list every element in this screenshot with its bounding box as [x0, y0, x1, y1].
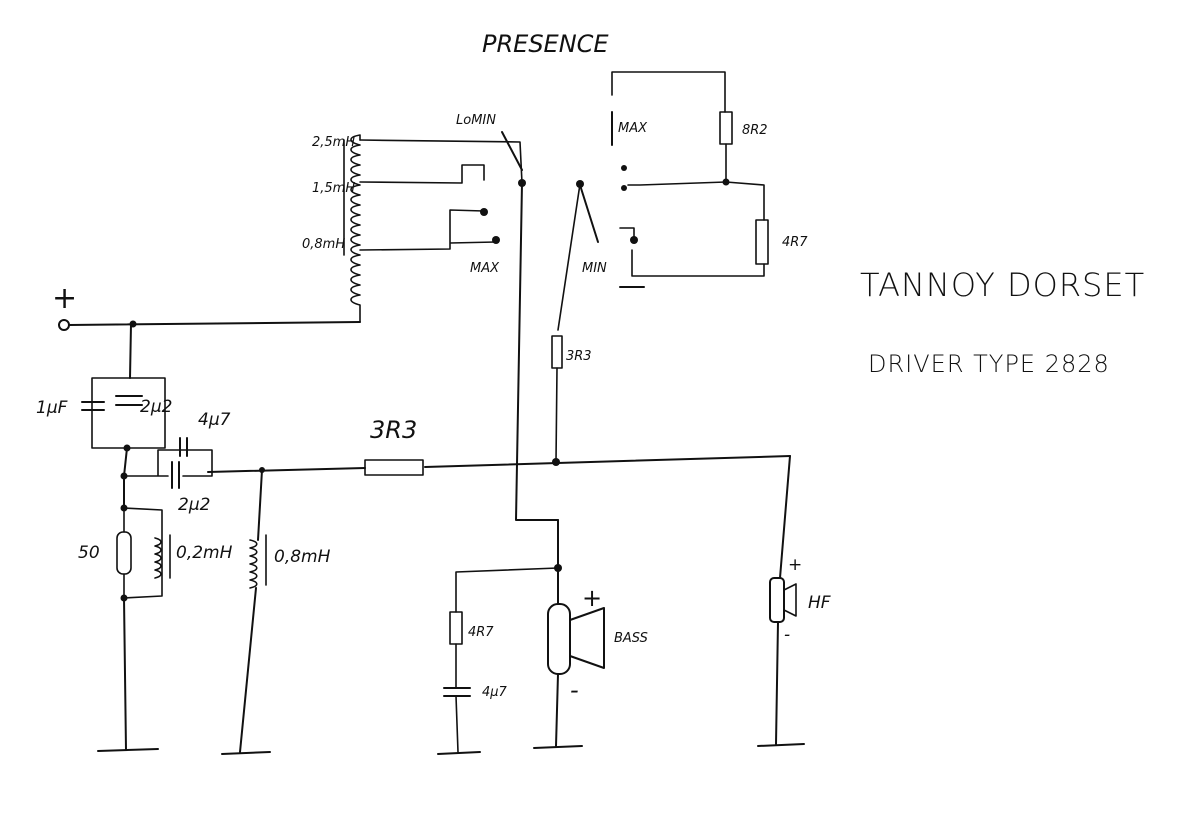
cap-label-2u2-left: 2µ2 [140, 397, 172, 417]
switch-contact [621, 165, 627, 171]
inductor-0-8mh [249, 539, 258, 589]
hf-minus-sign: - [784, 625, 790, 645]
driver-label-hf: HF [808, 593, 831, 613]
inductor-0-8mh-top-wire [257, 469, 263, 541]
resistor-label-4r7-top: 4R7 [782, 235, 808, 250]
tap-wire-1-5mh [359, 164, 485, 184]
series-cap-wire [121, 449, 213, 477]
bass-ground-wire [555, 673, 559, 747]
resistor-50 [116, 531, 132, 575]
inductor-label-0-2mh: 0,2mH [176, 543, 233, 563]
hf-driver-cone [783, 583, 797, 617]
cap-label-4u7-low: 4µ7 [482, 685, 508, 700]
inductor-0-8mh-ground-wire [239, 587, 257, 753]
hf-ground-wire [775, 621, 779, 745]
ground-mark [437, 751, 481, 755]
resistor-label-8r2: 8R2 [742, 123, 768, 138]
resistor-3r3-vertical [551, 335, 563, 369]
hf-plus-sign: + [788, 555, 802, 575]
switch-label-min: MIN [582, 261, 607, 276]
ground-mark [97, 748, 159, 752]
cap-label-4u7-top: 4µ7 [198, 410, 231, 430]
input-plus-sign: + [52, 281, 77, 316]
resistor-8r2-wire [627, 143, 727, 186]
parallel-frame [123, 507, 163, 599]
switch-label-max-left: MAX [470, 261, 500, 276]
switch-label-max-right: MAX [618, 121, 648, 136]
cap-label-2u2-low: 2µ2 [178, 495, 210, 515]
inductor-label-0-8mh: 0,8mH [274, 547, 331, 567]
title-line-1: TANNOY DORSET [860, 266, 1145, 304]
cap-to-node-wire [123, 447, 128, 477]
junction-dot [552, 458, 560, 466]
switch-contact [630, 236, 638, 244]
cap-bank-feed-wire [129, 323, 132, 379]
top-rail-wire [611, 71, 726, 113]
bass-driver-symbol [547, 603, 571, 675]
switch-contact [621, 185, 627, 191]
resistor-3r3-horizontal [364, 459, 424, 476]
ground-mark [221, 751, 271, 755]
bass-minus-sign: - [570, 676, 579, 704]
presence-label: PRESENCE [482, 30, 609, 58]
resistor-label-4r7-low: 4R7 [468, 625, 494, 640]
input-bus-wire [68, 321, 361, 326]
title-line-2: DRIVER TYPE 2828 [868, 350, 1110, 378]
tap-wire-2-5mh [359, 139, 523, 184]
resistor-label-50: 50 [78, 543, 100, 563]
tapped-inductor [350, 134, 361, 323]
tap-label-2-5mh: 2,5mH [312, 135, 355, 150]
resistor-4r7-top-wire [725, 181, 765, 221]
bottom-return-wire [619, 227, 765, 277]
wiper-down-wire [557, 183, 581, 331]
resistor-label-3r3-horizontal: 3R3 [370, 416, 417, 444]
zobel-ground-wire [455, 695, 459, 753]
bass-plus-sign: + [582, 584, 602, 612]
inductor-0-2mh [154, 537, 162, 579]
resistor-label-3r3-vertical: 3R3 [566, 349, 592, 364]
presence-switch-left-wiper [501, 131, 523, 171]
bass-driver-cone [569, 607, 605, 669]
resistor-4r7-low [449, 611, 463, 645]
cap-label-1uf: 1µF [36, 398, 68, 418]
resistor-4r7-top [755, 219, 769, 265]
switch-contact [480, 208, 488, 216]
input-terminal [58, 319, 70, 331]
switch-contact [492, 236, 500, 244]
tap-wire-0-8mh [359, 209, 497, 251]
zobel-wire [455, 567, 559, 613]
hf-bus-wire [207, 455, 791, 473]
resistor-3r3-down-wire [555, 367, 558, 463]
tap-label-0-8mh: 0,8mH [302, 237, 345, 252]
hf-driver-symbol [769, 577, 785, 623]
switch-label-lomin: LoMIN [456, 113, 496, 128]
resistor-8r2 [719, 111, 733, 145]
hf-feed-wire [779, 455, 791, 579]
ground-mark [533, 745, 583, 749]
presence-switch-right-wiper [579, 184, 599, 243]
wiper-to-bass-wire [515, 182, 559, 521]
left-ground-wire [123, 597, 127, 751]
tap-label-1-5mh: 1,5mH [312, 181, 355, 196]
driver-label-bass: BASS [614, 631, 648, 646]
ground-mark [757, 743, 805, 747]
